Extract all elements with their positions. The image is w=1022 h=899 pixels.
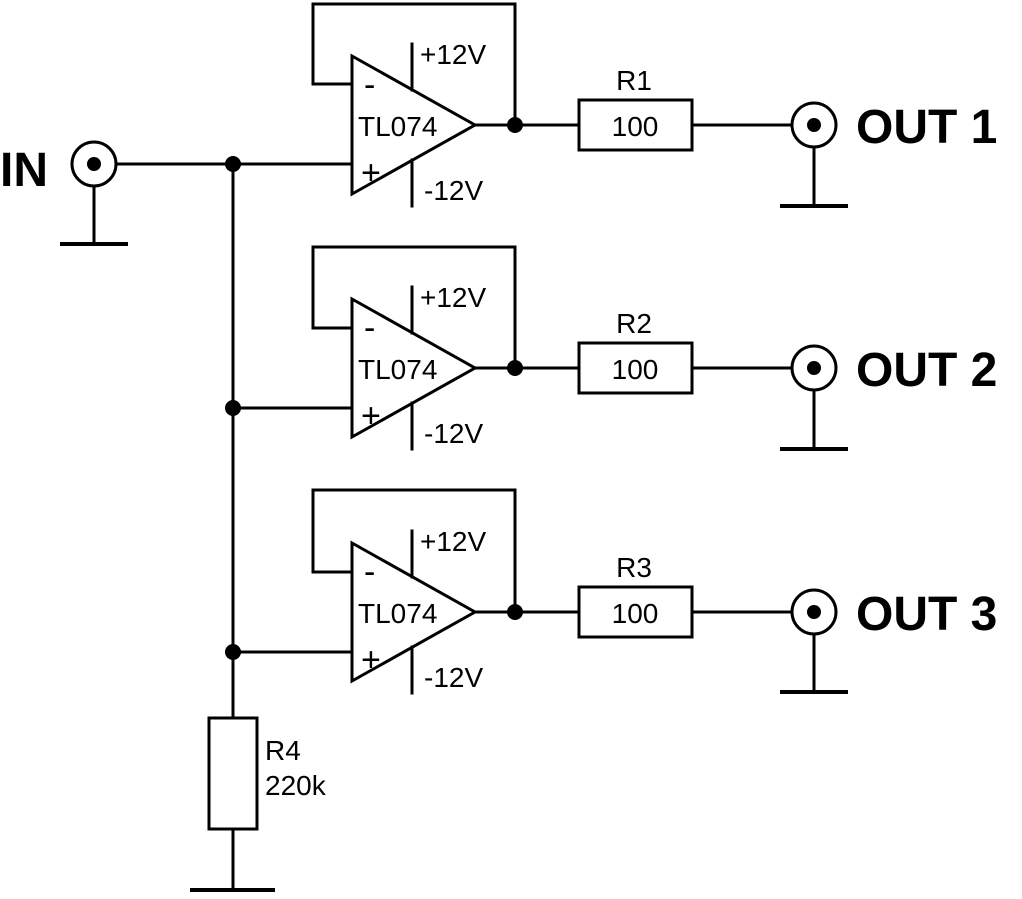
opamp-label: TL074 — [358, 598, 437, 629]
pulldown-name: R4 — [265, 735, 301, 766]
output-label: OUT 1 — [856, 101, 997, 154]
resistor-value: 100 — [612, 598, 659, 629]
vneg-label: -12V — [424, 418, 483, 449]
pulldown-value: 220k — [265, 770, 327, 801]
vneg-label: -12V — [424, 662, 483, 693]
feedback-wire — [311, 245, 517, 370]
resistor-name: R1 — [616, 65, 652, 96]
junction-dot — [507, 604, 523, 620]
feedback-wire — [311, 488, 517, 614]
opamp-label: TL074 — [358, 354, 437, 385]
output-label: OUT 2 — [856, 344, 997, 397]
inverting-input-sign: - — [364, 66, 375, 104]
vneg-label: -12V — [424, 175, 483, 206]
resistor-value: 100 — [612, 354, 659, 385]
buffer-stage-2: - + TL074 +12V -12V 100 R2 OUT 2 — [311, 245, 997, 451]
pulldown-resistor-body — [207, 716, 259, 831]
output-label: OUT 3 — [856, 588, 997, 641]
opamp-label: TL074 — [358, 111, 437, 142]
resistor-value: 100 — [612, 111, 659, 142]
output-jack-pin — [807, 361, 821, 375]
noninverting-input-sign: + — [361, 641, 381, 679]
input-label: IN — [0, 144, 48, 197]
junction-dot — [507, 360, 523, 376]
resistor-name: R3 — [616, 552, 652, 583]
input-jack-pin — [87, 157, 101, 171]
feedback-wire — [311, 2, 517, 127]
noninverting-input-sign: + — [361, 397, 381, 435]
noninverting-input-sign: + — [361, 154, 381, 192]
vpos-label: +12V — [420, 526, 486, 557]
buffer-stage-1: - + TL074 +12V -12V 100 R1 OUT 1 — [311, 2, 997, 208]
vpos-label: +12V — [420, 39, 486, 70]
junction-dot — [225, 156, 241, 172]
output-jack-pin — [807, 605, 821, 619]
inverting-input-sign: - — [364, 553, 375, 591]
vpos-label: +12V — [420, 282, 486, 313]
junction-dot — [507, 117, 523, 133]
input-connector: IN — [0, 140, 128, 246]
resistor-name: R2 — [616, 308, 652, 339]
inverting-input-sign: - — [364, 309, 375, 347]
output-jack-pin — [807, 118, 821, 132]
buffer-stage-3: - + TL074 +12V -12V 100 R3 OUT 3 — [311, 488, 997, 695]
pulldown-resistor-r4: R4 220k — [190, 716, 327, 892]
